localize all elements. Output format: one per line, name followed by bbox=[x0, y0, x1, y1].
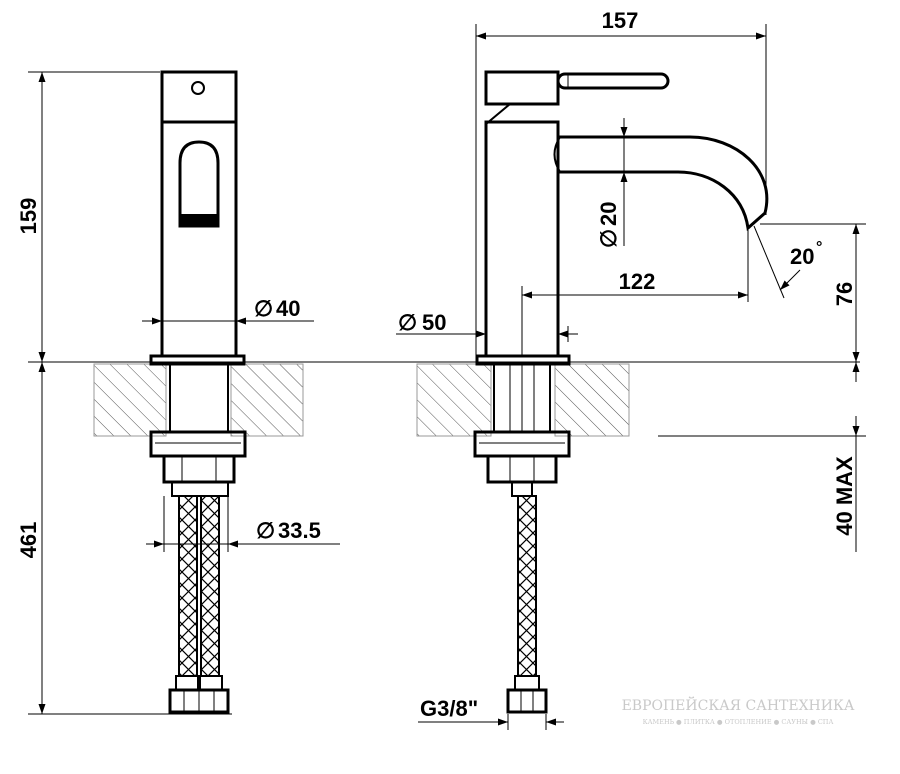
dim-angle-group: 20 ° bbox=[790, 239, 822, 269]
diameter-symbol: ∅ bbox=[256, 518, 275, 543]
handle-cap bbox=[160, 70, 238, 124]
faucet-side-view bbox=[473, 70, 769, 714]
handle-head bbox=[484, 70, 560, 106]
dim-33-5-group: ∅ 33.5 bbox=[256, 518, 321, 543]
dim-20-label: 20 bbox=[596, 202, 621, 226]
dim-50-group: ∅ 50 bbox=[398, 310, 446, 335]
watermark: ЕВРОПЕЙСКАЯ САНТЕХНИКА КАМЕНЬ ● ПЛИТКА ●… bbox=[622, 695, 855, 726]
aerator bbox=[180, 214, 218, 226]
dimension-lines bbox=[28, 24, 866, 730]
dim-40-max-label: 40 MAX bbox=[832, 456, 857, 536]
dim-40-label: 40 bbox=[276, 296, 300, 321]
degree-symbol: ° bbox=[816, 239, 822, 256]
faucet-front-view bbox=[149, 70, 247, 714]
hose-left bbox=[178, 495, 198, 677]
side-spout bbox=[558, 135, 769, 231]
diameter-symbol: ∅ bbox=[398, 310, 417, 335]
side-hose bbox=[517, 495, 537, 677]
base-plate bbox=[149, 354, 246, 366]
dim-40-group: ∅ 40 bbox=[254, 296, 300, 321]
side-hose-nut bbox=[506, 688, 548, 714]
thread-label: G3/8" bbox=[420, 696, 478, 721]
hose-fitting bbox=[171, 481, 229, 497]
hose-right bbox=[200, 495, 220, 677]
dim-20-diameter-group: ∅ 20 bbox=[596, 202, 621, 248]
side-lock-nut bbox=[486, 454, 558, 484]
dim-461-label: 461 bbox=[16, 522, 41, 559]
dim-76-label: 76 bbox=[832, 282, 857, 306]
countertop-side bbox=[416, 363, 630, 437]
dim-50-label: 50 bbox=[422, 310, 446, 335]
watermark-title: ЕВРОПЕЙСКАЯ САНТЕХНИКА bbox=[622, 695, 855, 714]
handle-hole bbox=[191, 81, 205, 95]
watermark-subtitle: КАМЕНЬ ● ПЛИТКА ● ОТОПЛЕНИЕ ● САУНЫ ● СП… bbox=[643, 718, 834, 726]
shank bbox=[169, 363, 229, 433]
diameter-symbol: ∅ bbox=[596, 229, 621, 248]
spout-outlet bbox=[178, 140, 220, 228]
handle-lever bbox=[556, 72, 670, 90]
side-base-plate bbox=[475, 354, 571, 366]
dim-122-label: 122 bbox=[619, 269, 656, 294]
dim-157-label: 157 bbox=[602, 8, 639, 33]
countertop-front bbox=[93, 363, 304, 437]
dim-angle-label: 20 bbox=[790, 244, 814, 269]
dim-159-label: 159 bbox=[16, 198, 41, 235]
dim-33-5-label: 33.5 bbox=[278, 518, 321, 543]
lock-nut bbox=[162, 454, 236, 484]
diameter-symbol: ∅ bbox=[254, 296, 273, 321]
